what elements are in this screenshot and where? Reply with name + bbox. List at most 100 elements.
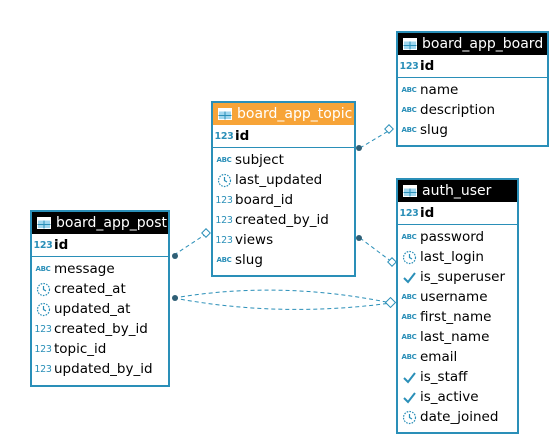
clock-icon (215, 172, 233, 188)
pk-column[interactable]: 123 id (32, 234, 168, 257)
text-type-icon: ABC (401, 233, 417, 241)
link-end-diamond (387, 257, 397, 267)
column-name: board_id (235, 192, 294, 208)
number-type-icon: 123 (34, 363, 52, 375)
column-name: slug (420, 122, 448, 138)
text-type-icon: ABC (401, 293, 417, 301)
table-icon (218, 108, 232, 120)
column-row[interactable]: updated_at (32, 299, 168, 319)
table-icon (403, 185, 417, 197)
entity-header[interactable]: board_app_board (398, 33, 547, 55)
column-row[interactable]: last_updated (213, 170, 354, 190)
column-row[interactable]: date_joined (398, 407, 517, 427)
column-name: email (420, 349, 458, 365)
column-name: is_staff (420, 369, 468, 385)
column-name: id (54, 237, 69, 253)
column-name: date_joined (420, 409, 499, 425)
column-name: username (420, 289, 488, 305)
entity-header[interactable]: board_app_topic (213, 103, 354, 125)
column-row[interactable]: last_login (398, 247, 517, 267)
link-post-user-1 (173, 289, 392, 304)
column-name: created_at (54, 281, 126, 297)
text-type-icon: ABC (401, 106, 417, 114)
column-row[interactable]: is_superuser (398, 267, 517, 287)
number-type-icon: 123 (399, 60, 419, 72)
text-type-icon: ABC (401, 333, 417, 341)
entity-title: auth_user (422, 183, 492, 199)
entity-title: board_app_topic (237, 106, 353, 122)
number-type-icon: 123 (33, 239, 53, 251)
text-type-icon: ABC (401, 126, 417, 134)
number-type-icon: 123 (215, 234, 233, 246)
column-name: last_name (420, 329, 490, 345)
column-name: id (235, 128, 250, 144)
entity-title: board_app_post (56, 215, 168, 231)
number-type-icon: 123 (214, 130, 234, 142)
column-name: subject (235, 152, 284, 168)
column-row[interactable]: is_staff (398, 367, 517, 387)
table-icon (37, 217, 51, 229)
link-post-user-2 (173, 297, 392, 310)
column-name: created_by_id (54, 321, 148, 337)
entity-header[interactable]: auth_user (398, 180, 517, 202)
link-end-dot (172, 253, 178, 259)
check-icon (400, 269, 418, 285)
number-type-icon: 123 (215, 214, 233, 226)
column-name: id (420, 205, 435, 221)
number-type-icon: 123 (34, 323, 52, 335)
text-type-icon: ABC (401, 313, 417, 321)
pk-column[interactable]: 123 id (398, 55, 547, 78)
text-type-icon: ABC (216, 156, 232, 164)
column-name: created_by_id (235, 212, 329, 228)
column-name: updated_by_id (54, 361, 153, 377)
column-name: last_updated (235, 172, 323, 188)
column-row[interactable]: created_at (32, 279, 168, 299)
link-end-dot (172, 295, 178, 301)
table-icon (403, 38, 417, 50)
link-end-dot (356, 145, 362, 151)
entity-title: board_app_board (422, 36, 544, 52)
text-type-icon: ABC (35, 265, 51, 273)
column-name: views (235, 232, 274, 248)
column-name: last_login (420, 249, 484, 265)
column-name: first_name (420, 309, 492, 325)
number-type-icon: 123 (399, 207, 419, 219)
link-topic-board (359, 129, 391, 149)
column-row[interactable]: is_active (398, 387, 517, 407)
link-topic-user (359, 237, 393, 263)
entity-header[interactable]: board_app_post (32, 212, 168, 234)
text-type-icon: ABC (401, 86, 417, 94)
link-end-dot (356, 235, 362, 241)
column-name: is_superuser (420, 269, 505, 285)
clock-icon (34, 301, 52, 317)
pk-column[interactable]: 123 id (398, 202, 517, 225)
link-end-diamond (201, 228, 211, 238)
clock-icon (400, 249, 418, 265)
clock-icon (400, 409, 418, 425)
link-end-diamond (384, 124, 394, 134)
pk-column[interactable]: 123 id (213, 125, 354, 148)
column-name: topic_id (54, 341, 107, 357)
